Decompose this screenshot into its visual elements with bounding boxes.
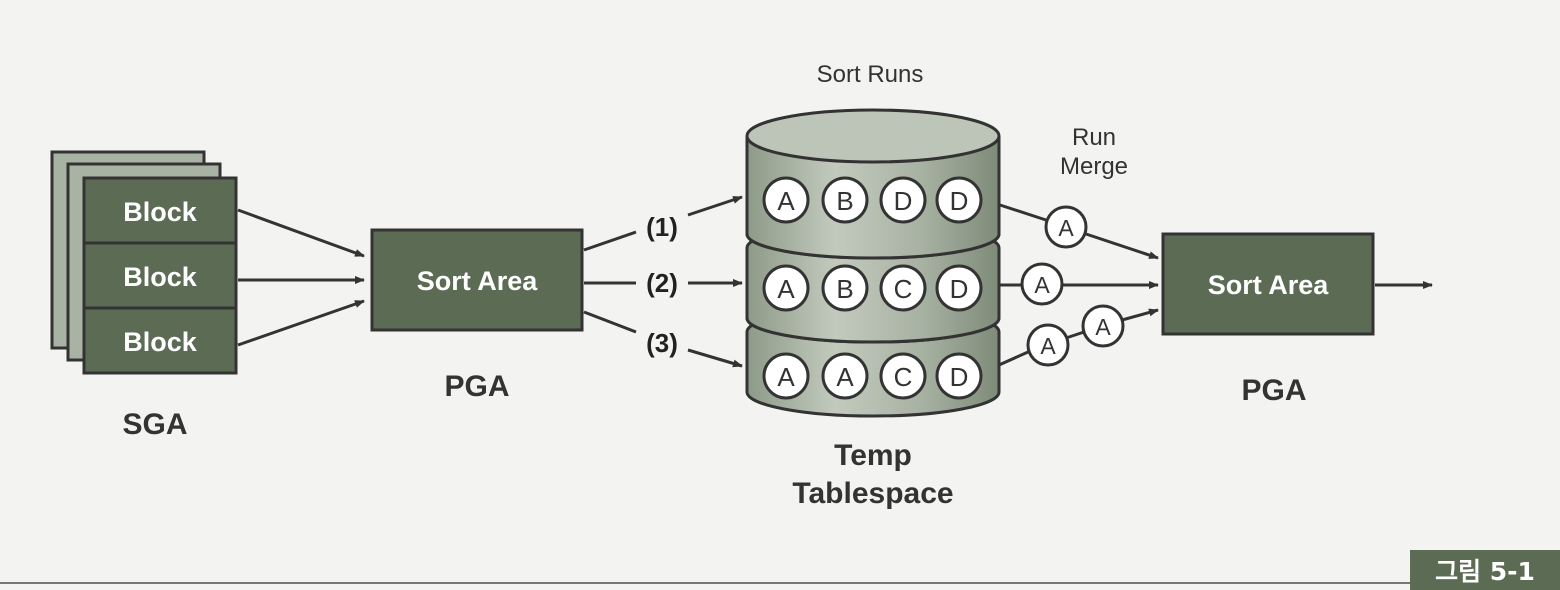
run-ball-label: B — [836, 186, 853, 216]
merge-ball-label: A — [1040, 333, 1056, 359]
pga-right-caption: PGA — [1241, 374, 1306, 407]
arrow — [999, 203, 1047, 222]
sort-runs-label: Sort Runs — [817, 61, 924, 88]
figure-label: 그림 5-1 — [1435, 557, 1535, 586]
run-ball — [935, 264, 983, 312]
arrow — [583, 310, 637, 334]
run-ball-label: A — [836, 362, 854, 392]
pga-right-sort-area-label: Sort Area — [1208, 270, 1330, 300]
run-ball-label: D — [950, 274, 969, 304]
temp-caption-line2: Tablespace — [792, 477, 953, 510]
run-ball — [879, 176, 927, 224]
run-ball-label: D — [950, 362, 969, 392]
run-row-2: A B C D — [762, 264, 983, 312]
sga-block-label: Block — [123, 262, 198, 292]
merge-balls: A A A A — [1020, 205, 1125, 367]
arrow — [687, 348, 743, 368]
arrow — [1085, 232, 1159, 260]
merge-ball-label: A — [1034, 272, 1050, 298]
run-row-1: A B D D — [762, 176, 983, 224]
pga-left-sort-area-box — [370, 228, 584, 332]
run-ball-label: D — [950, 186, 969, 216]
pga-left-sort-area-label: Sort Area — [417, 266, 539, 296]
run-ball — [821, 176, 869, 224]
merge-ball-label: A — [1095, 314, 1111, 340]
merge-ball-label: A — [1058, 215, 1074, 241]
run-ball-label: A — [777, 186, 795, 216]
cylinder-top — [745, 108, 1001, 164]
run-arrows — [583, 195, 743, 368]
merge-ball — [1020, 262, 1064, 306]
pga-left-caption: PGA — [444, 370, 509, 403]
sga-block-stack: Block Block Block — [50, 150, 238, 375]
merge-ball — [1081, 304, 1125, 348]
run-ball-label: A — [777, 362, 795, 392]
run-label-2: (2) — [646, 268, 678, 298]
temp-tablespace-cylinder — [745, 108, 1001, 418]
figure-label-badge — [1410, 550, 1560, 590]
arrow — [998, 350, 1029, 367]
sga-block-label: Block — [123, 197, 198, 227]
arrow — [237, 299, 365, 347]
pga-right-sort-area-box — [1161, 232, 1375, 336]
run-ball — [879, 352, 927, 400]
sga-to-pga-arrows — [237, 208, 365, 347]
run-ball-label: C — [894, 362, 913, 392]
sga-block-label: Block — [123, 327, 198, 357]
run-ball — [935, 176, 983, 224]
run-merge-label-line2: Merge — [1060, 153, 1128, 180]
merge-ball — [1026, 323, 1070, 367]
run-ball — [879, 264, 927, 312]
run-ball-label: C — [894, 274, 913, 304]
merge-arrows — [998, 203, 1159, 367]
run-label-1: (1) — [646, 212, 678, 242]
run-merge-label-line1: Run — [1072, 124, 1116, 151]
arrow — [1121, 308, 1159, 322]
run-ball — [935, 352, 983, 400]
arrow — [583, 230, 637, 252]
run-label-3: (3) — [646, 328, 678, 358]
run-ball-label: B — [836, 274, 853, 304]
run-ball — [821, 264, 869, 312]
merge-ball — [1044, 205, 1088, 249]
run-ball — [821, 352, 869, 400]
sga-caption: SGA — [122, 408, 187, 441]
sga-block-3 — [82, 306, 238, 375]
run-ball-label: D — [894, 186, 913, 216]
arrow — [687, 195, 743, 217]
run-row-3: A A C D — [762, 352, 983, 400]
run-ball — [762, 352, 810, 400]
sga-block-2 — [82, 241, 238, 310]
run-ball — [762, 176, 810, 224]
run-ball — [762, 264, 810, 312]
arrow — [237, 208, 365, 258]
temp-caption-line1: Temp — [834, 439, 912, 472]
run-ball-label: A — [777, 274, 795, 304]
arrow — [1065, 330, 1085, 340]
